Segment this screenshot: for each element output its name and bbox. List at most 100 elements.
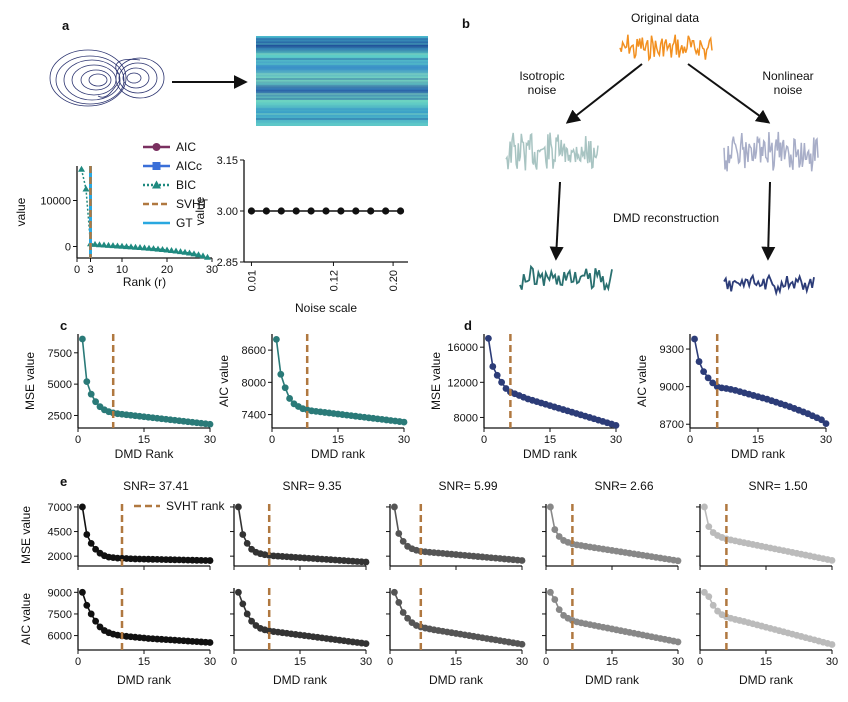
heatmap-stripe — [256, 93, 428, 95]
x-tick-label: 30 — [826, 656, 838, 668]
bic-point — [114, 242, 121, 249]
legend-label: SVHT — [176, 197, 209, 211]
data-point — [518, 557, 526, 564]
heatmap-stripe — [256, 53, 428, 55]
y-axis-label: AIC value — [19, 593, 33, 645]
data-point — [400, 418, 408, 426]
data-point — [337, 207, 345, 215]
isotropic-reconstruction-signal — [519, 264, 613, 292]
panel-label-c: c — [60, 318, 67, 333]
data-point — [396, 207, 405, 215]
heatmap-stripe — [256, 48, 428, 50]
x-tick-label: 15 — [138, 434, 150, 446]
data-point — [83, 531, 91, 538]
x-tick-label: 30 — [204, 656, 216, 668]
y-tick-label: 9300 — [660, 344, 684, 356]
series-line — [275, 339, 405, 423]
x-tick-label: 0 — [74, 264, 80, 276]
y-tick-label: 2000 — [48, 551, 72, 563]
data-point — [307, 207, 315, 215]
original-data-label: Original data — [631, 11, 699, 25]
data-point — [243, 539, 251, 547]
y-tick-label: 10000 — [40, 196, 71, 208]
panel-label-a: a — [62, 18, 70, 33]
data-point — [709, 379, 717, 387]
legend-marker — [152, 143, 161, 151]
x-tick-label: 0 — [75, 656, 81, 668]
x-tick-label: 15 — [752, 434, 764, 446]
nonlinear-noise-label: Nonlinear — [762, 69, 813, 83]
data-point — [235, 503, 242, 511]
data-point — [404, 614, 411, 622]
data-point — [286, 395, 293, 402]
bic-point — [78, 165, 85, 172]
heatmap-stripe — [256, 88, 428, 90]
data-point — [206, 420, 214, 428]
heatmap-stripe — [256, 73, 428, 75]
x-tick-label: 0 — [231, 656, 237, 668]
heatmap-stripe — [256, 113, 428, 115]
dmd-reconstruction-label: DMD reconstruction — [613, 211, 719, 225]
data-point — [695, 358, 703, 365]
bic-point — [141, 244, 148, 251]
e-legend: SVHT rank — [134, 499, 225, 513]
arrow-iso-down — [549, 181, 564, 261]
data-point — [555, 606, 563, 614]
data-point — [705, 593, 713, 601]
isotropic-noise-signal — [505, 132, 599, 171]
original-signal — [619, 34, 713, 62]
data-point — [367, 207, 375, 215]
data-point — [399, 609, 407, 616]
x-tick-label: 0 — [687, 434, 693, 446]
data-point — [243, 610, 251, 618]
x-tick-label: 0 — [269, 434, 275, 446]
series-line — [81, 592, 211, 644]
bic-point — [204, 253, 211, 260]
data-point — [87, 539, 95, 547]
x-tick-label: 15 — [606, 656, 618, 668]
bic-point — [190, 250, 198, 257]
legend-marker — [152, 162, 161, 170]
y-tick-label: 7400 — [242, 410, 266, 422]
snr-label: SNR= 1.50 — [748, 479, 807, 493]
y-tick-label: 12000 — [447, 377, 478, 389]
x-axis-label: DMD rank — [117, 673, 172, 687]
heatmap-stripe — [256, 118, 428, 120]
x-tick-label: 15 — [332, 434, 344, 446]
nonlinear-reconstruction-signal — [723, 273, 815, 297]
heatmap-stripe — [256, 83, 428, 85]
y-axis-label: AIC value — [217, 355, 231, 407]
isotropic-noise-label-2: noise — [528, 83, 557, 97]
bic-point — [123, 243, 130, 250]
bic-point — [195, 251, 202, 258]
bic-point — [172, 247, 180, 254]
legend-label: AIC — [176, 140, 196, 154]
data-point — [498, 378, 505, 386]
data-point — [828, 556, 836, 564]
y-tick-label: 7000 — [48, 502, 72, 514]
data-point — [83, 601, 91, 609]
data-point — [391, 588, 398, 596]
x-tick-label: 30 — [360, 656, 372, 668]
x-axis-label: DMD rank — [731, 447, 786, 461]
bic-point — [168, 247, 175, 254]
snr-label: SNR= 37.41 — [123, 479, 189, 493]
x-tick-label: 10 — [116, 264, 128, 276]
data-point — [83, 378, 91, 386]
data-point — [382, 207, 390, 215]
x-tick-label: 0 — [481, 434, 487, 446]
bic-point — [100, 241, 108, 248]
data-point — [206, 557, 214, 564]
y-tick-label: 5000 — [48, 379, 72, 391]
data-point — [518, 640, 526, 648]
x-tick-label: 3 — [87, 264, 93, 276]
heatmap-stripe — [256, 68, 428, 70]
isotropic-noise-label: Isotropic — [519, 69, 564, 83]
heatmap-stripe — [256, 58, 428, 60]
